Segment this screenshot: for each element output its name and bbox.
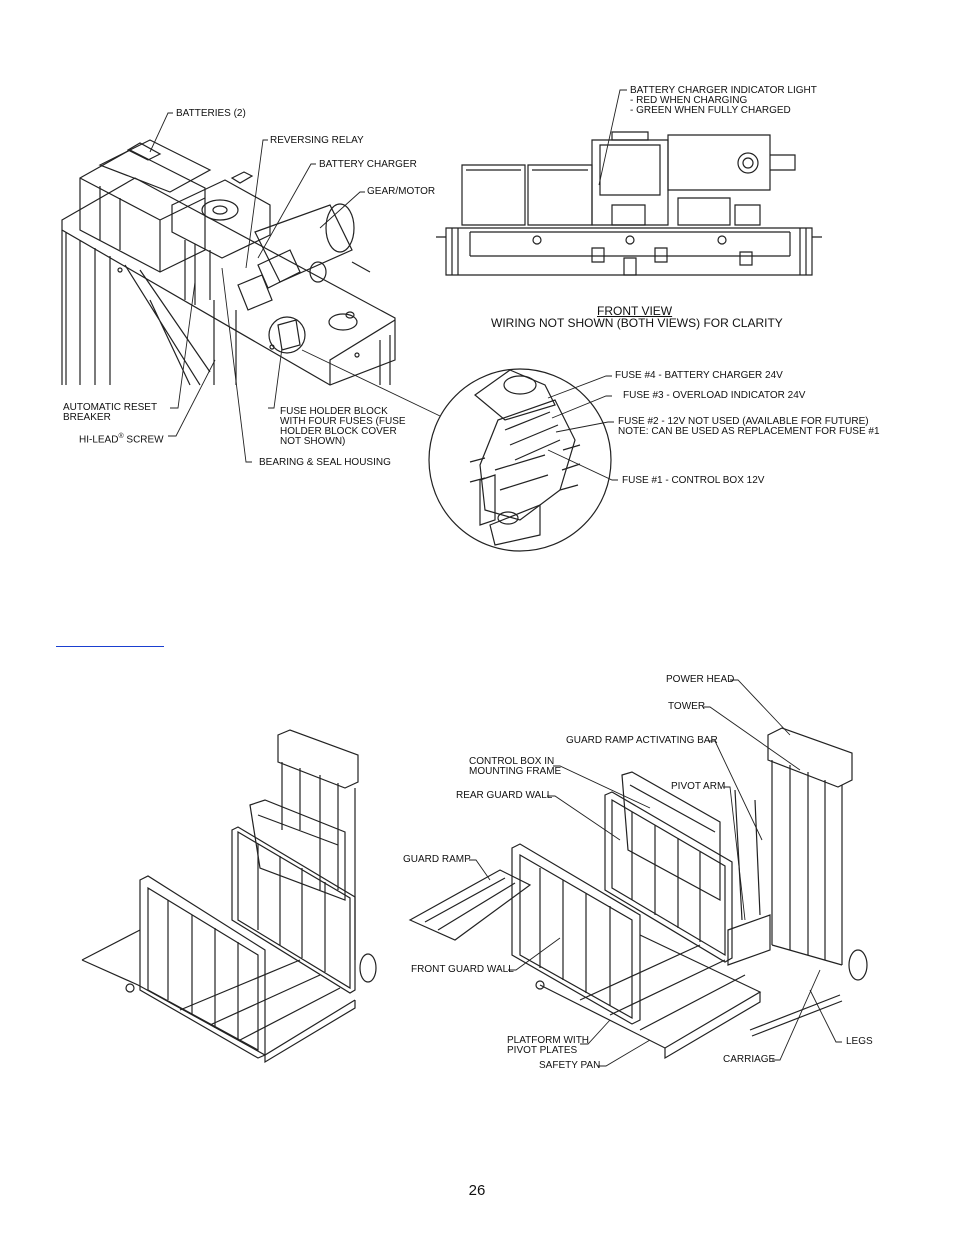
pivot-arm-label: PIVOT ARM bbox=[671, 781, 726, 792]
fig2-leaders bbox=[469, 679, 842, 1067]
fuse1-label: FUSE #1 - CONTROL BOX 12V bbox=[622, 475, 765, 486]
control-box-label: CONTROL BOX IN MOUNTING FRAME bbox=[469, 756, 562, 777]
fuse-block-detail-drawing bbox=[428, 368, 612, 552]
battery-charger-label: BATTERY CHARGER bbox=[319, 159, 417, 170]
lift-overview-left-drawing bbox=[81, 729, 377, 1064]
hi-lead-screw-label: HI-LEAD® SCREW bbox=[79, 433, 164, 446]
fuse4-label: FUSE #4 - BATTERY CHARGER 24V bbox=[615, 370, 783, 381]
lift-overview-right-drawing bbox=[408, 727, 868, 1060]
guard-ramp-label: GUARD RAMP bbox=[403, 854, 471, 865]
fuse-holder-block-label: FUSE HOLDER BLOCK WITH FOUR FUSES (FUSE … bbox=[280, 406, 406, 447]
fuse2-label: FUSE #2 - 12V NOT USED (AVAILABLE FOR FU… bbox=[618, 416, 880, 437]
reversing-relay-label: REVERSING RELAY bbox=[270, 135, 364, 146]
fig1-leaders-left bbox=[149, 112, 441, 463]
charger-indicator-light-label: BATTERY CHARGER INDICATOR LIGHT - RED WH… bbox=[630, 85, 817, 116]
automatic-reset-breaker-label: AUTOMATIC RESET BREAKER bbox=[63, 402, 158, 423]
platform-label: PLATFORM WITH PIVOT PLATES bbox=[507, 1035, 590, 1056]
front-view-drawing bbox=[436, 131, 822, 276]
tower-label: TOWER bbox=[668, 701, 706, 712]
front-view-title: FRONT VIEW bbox=[597, 304, 673, 318]
page-number: 26 bbox=[468, 1182, 486, 1199]
fig1-leaders-detail bbox=[547, 375, 618, 481]
legs-label: LEGS bbox=[846, 1036, 873, 1047]
hyperlink-underline[interactable] bbox=[56, 646, 164, 647]
guard-ramp-activating-bar-label: GUARD RAMP ACTIVATING BAR bbox=[566, 735, 718, 746]
safety-pan-label: SAFETY PAN bbox=[539, 1060, 601, 1071]
bearing-seal-housing-label: BEARING & SEAL HOUSING bbox=[259, 457, 391, 468]
carriage-label: CARRIAGE bbox=[723, 1054, 776, 1065]
batteries-label: BATTERIES (2) bbox=[176, 108, 246, 119]
iso-lift-head-drawing bbox=[61, 139, 396, 386]
gear-motor-label: GEAR/MOTOR bbox=[367, 186, 436, 197]
wiring-note: WIRING NOT SHOWN (BOTH VIEWS) FOR CLARIT… bbox=[491, 316, 783, 330]
rear-guard-wall-label: REAR GUARD WALL bbox=[456, 790, 553, 801]
fuse3-label: FUSE #3 - OVERLOAD INDICATOR 24V bbox=[623, 390, 806, 401]
fig1-leaders-right bbox=[598, 89, 627, 186]
power-head-label: POWER HEAD bbox=[666, 674, 735, 685]
front-guard-wall-label: FRONT GUARD WALL bbox=[411, 964, 514, 975]
